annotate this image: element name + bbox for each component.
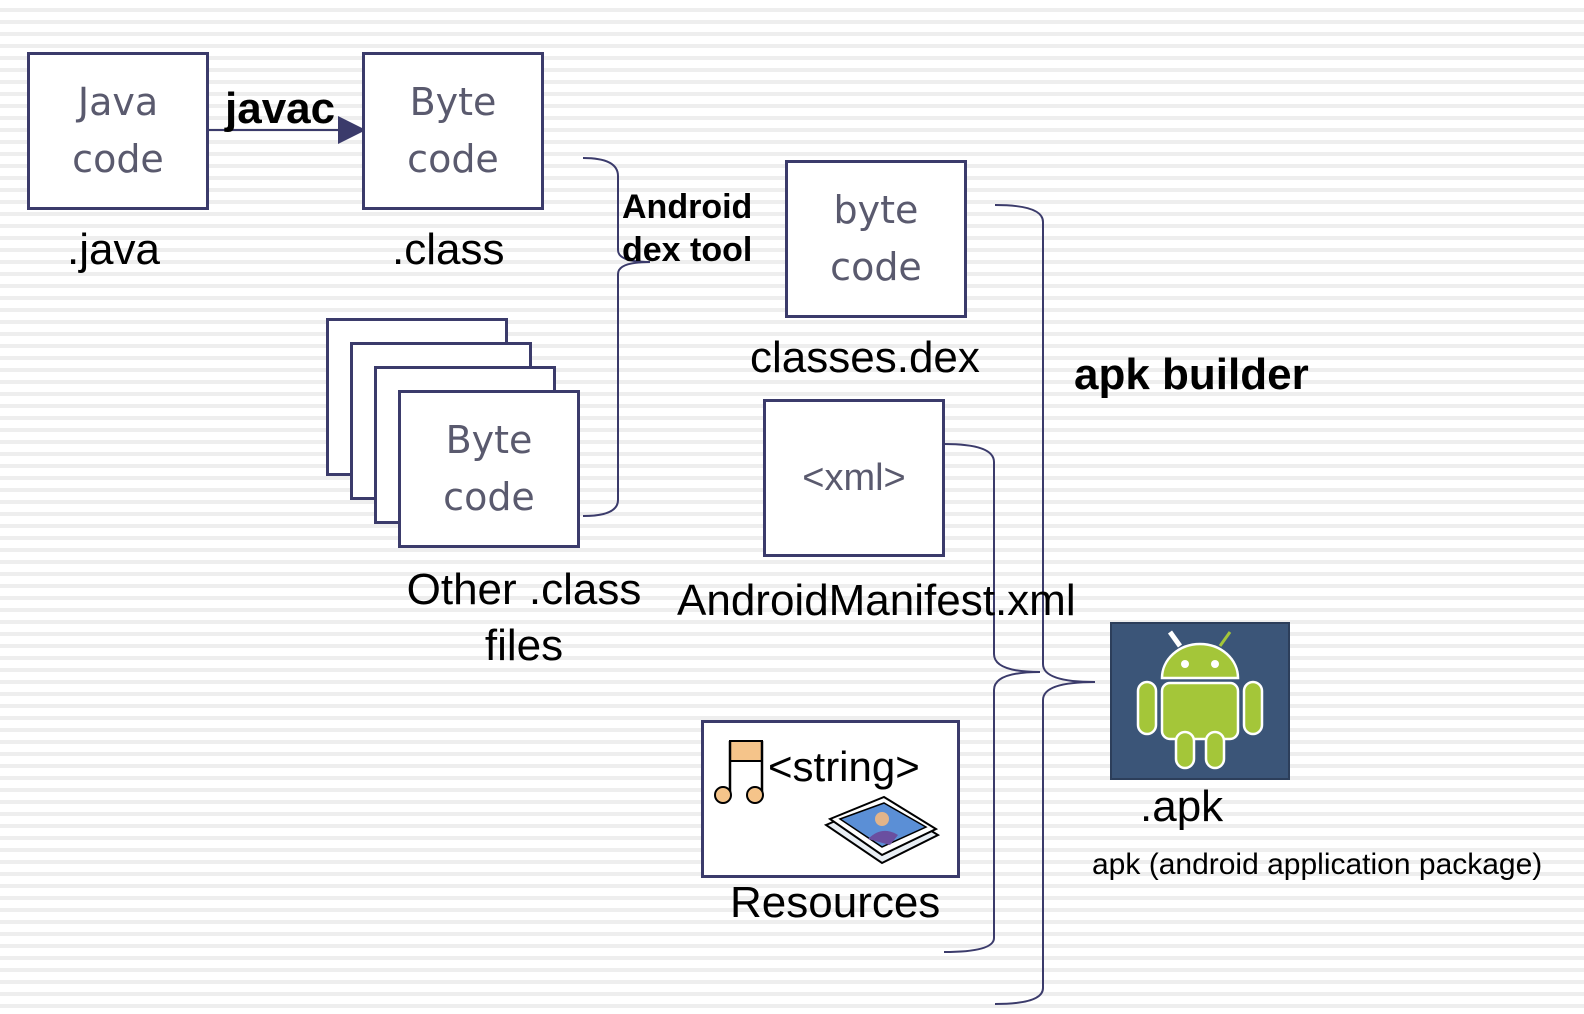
- dex-byte-code-line2: code: [830, 245, 922, 289]
- apk-builder-label: apk builder: [1074, 350, 1309, 399]
- other-class-label-line1: Other .class: [406, 565, 642, 614]
- java-file-label: .java: [67, 225, 160, 274]
- other-byte-code-line2: code: [443, 475, 535, 519]
- manifest-brace: [943, 443, 1041, 953]
- dex-brace: [582, 157, 651, 517]
- other-byte-code-box: Byte code: [398, 390, 580, 548]
- classes-dex-label: classes.dex: [750, 333, 980, 382]
- music-note-icon: [714, 740, 764, 804]
- javac-label: javac: [225, 84, 336, 133]
- apk-label: .apk: [1140, 782, 1224, 831]
- resources-label: Resources: [730, 878, 941, 927]
- byte-code-box: Byte code: [362, 52, 544, 210]
- dex-tool-label: Android dex tool: [622, 186, 752, 271]
- resources-box: <string>: [701, 720, 960, 878]
- manifest-box: <xml>: [763, 399, 945, 557]
- manifest-label: AndroidManifest.xml: [677, 576, 1076, 625]
- dex-byte-code-line1: byte: [833, 188, 919, 232]
- apk-builder-brace: [994, 204, 1096, 1005]
- other-byte-code-line1: Byte: [445, 418, 533, 462]
- apk-caption: apk (android application package): [1092, 848, 1543, 881]
- byte-code-line1: Byte: [409, 80, 497, 124]
- manifest-xml-text: <xml>: [802, 456, 906, 499]
- java-code-line1: Java: [77, 80, 159, 124]
- byte-code-line2: code: [407, 137, 499, 181]
- java-code-box: Java code: [27, 52, 209, 210]
- dex-byte-code-box: byte code: [785, 160, 967, 318]
- resources-string-text: <string>: [768, 743, 920, 790]
- android-robot-icon: [1136, 630, 1264, 770]
- other-class-files-label: Other .class files: [390, 562, 658, 675]
- class-file-label: .class: [392, 225, 505, 274]
- other-class-label-line2: files: [484, 621, 564, 671]
- dex-tool-line2: dex tool: [622, 230, 753, 269]
- apk-tile: [1110, 622, 1290, 780]
- dex-tool-line1: Android: [622, 188, 753, 226]
- photo-stack-icon: [823, 795, 941, 865]
- java-code-line2: code: [72, 137, 164, 181]
